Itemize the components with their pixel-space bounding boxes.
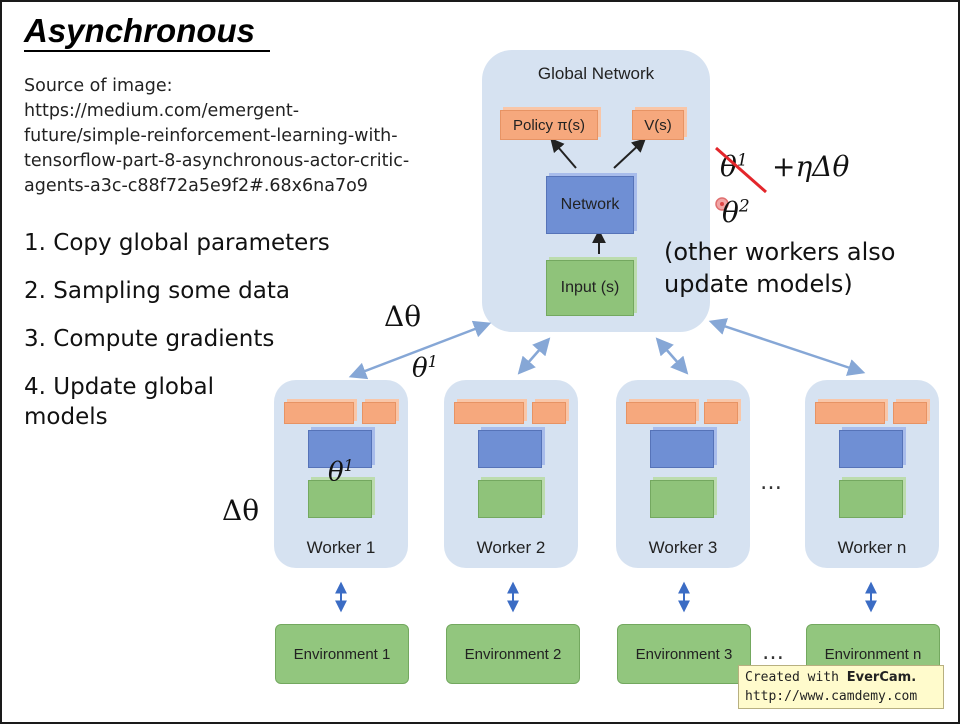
delta-theta-upper: Δθ <box>384 300 422 333</box>
step-item: 4. Update global models <box>24 374 215 430</box>
worker-label: Worker 1 <box>306 538 376 557</box>
sync-arrow-1 <box>348 320 492 380</box>
workers-note: (other workers also update models) <box>664 236 895 300</box>
worker-label: Worker n <box>837 538 907 557</box>
theta1-symbol: θ <box>328 457 344 488</box>
sync-arrow-4 <box>708 318 866 376</box>
worker-input-box <box>478 480 542 518</box>
watermark-brand: EverCam. <box>846 670 917 685</box>
source-line: Source of image: <box>24 76 173 96</box>
worker-label: Worker 2 <box>476 538 546 557</box>
worker-input-box <box>308 480 372 518</box>
worker-network-box <box>478 430 542 468</box>
envs-ellipsis: … <box>762 640 784 665</box>
input-box: Input (s) <box>546 260 634 316</box>
theta2-superscript: 2 <box>738 196 750 217</box>
title-underline <box>24 50 270 52</box>
environment-box: Environment 2 <box>446 624 580 684</box>
theta1-struck: θ1 <box>720 150 748 183</box>
worker-policy-box <box>454 402 524 424</box>
worker-value-box <box>893 402 927 424</box>
sync-arrow-2 <box>517 337 551 375</box>
steps-list: 1. Copy global parameters 2. Sampling so… <box>24 228 330 432</box>
workers-ellipsis: … <box>760 470 782 495</box>
environment-label: Environment n <box>824 645 922 663</box>
worker-network-box <box>308 430 372 468</box>
source-text: Source of image: https://medium.com/emer… <box>24 74 464 199</box>
worker-value-box <box>704 402 738 424</box>
sync-arrow-3 <box>655 337 689 375</box>
worker-value-box <box>362 402 396 424</box>
theta1-superscript: 1 <box>736 150 748 171</box>
worker-input-box <box>839 480 903 518</box>
cursor-dot-core <box>720 202 724 206</box>
environment-label: Environment 3 <box>635 645 733 663</box>
source-line: https://medium.com/emergent- <box>24 101 300 121</box>
step-item: 2. Sampling some data <box>24 278 290 304</box>
theta1-symbol: θ <box>720 150 737 183</box>
source-line: future/simple-reinforcement-learning-wit… <box>24 126 398 146</box>
source-line: tensorflow-part-8-asynchronous-actor-cri… <box>24 151 410 171</box>
policy-label: Policy π(s) <box>512 116 586 134</box>
source-line: agents-a3c-c88f72a5e9f2#.68x6na7o9 <box>24 176 368 196</box>
workers-note-line: update models) <box>664 270 853 298</box>
environment-label: Environment 2 <box>464 645 562 663</box>
net-to-policy-arrow <box>550 137 577 169</box>
value-box: V(s) <box>632 110 684 140</box>
input-label: Input (s) <box>560 279 620 296</box>
step-item: 3. Compute gradients <box>24 326 275 352</box>
environment-label: Environment 1 <box>293 645 391 663</box>
update-term: +ηΔθ <box>772 150 850 183</box>
environment-box: Environment 3 <box>617 624 751 684</box>
theta1-worker: θ1 <box>328 456 354 488</box>
environment-box: Environment 1 <box>275 624 409 684</box>
worker-policy-box <box>815 402 885 424</box>
value-label: V(s) <box>644 116 672 134</box>
network-label: Network <box>560 196 620 213</box>
global-network-title: Global Network <box>537 64 655 83</box>
theta2: θ2 <box>722 196 750 229</box>
strike-line <box>715 146 767 194</box>
theta1-superscript: 1 <box>427 352 438 371</box>
worker-input-box <box>650 480 714 518</box>
worker-network-box <box>839 430 903 468</box>
theta1-superscript: 1 <box>343 456 354 475</box>
evercam-watermark: Created with EverCam. http://www.camdemy… <box>738 665 944 709</box>
theta1-upper: θ1 <box>412 352 438 384</box>
net-to-value-arrow <box>613 138 647 169</box>
watermark-url: http://www.camdemy.com <box>745 689 918 704</box>
slide-title: Asynchronous <box>24 12 256 49</box>
worker-network-box <box>650 430 714 468</box>
theta2-symbol: θ <box>722 196 739 229</box>
policy-box: Policy π(s) <box>500 110 598 140</box>
worker-policy-box <box>626 402 696 424</box>
network-box: Network <box>546 176 634 234</box>
step-item: 1. Copy global parameters <box>24 230 330 256</box>
worker-label: Worker 3 <box>648 538 718 557</box>
watermark-line1: Created with EverCam. <box>745 668 937 687</box>
delta-theta-left: Δθ <box>222 494 260 527</box>
workers-note-line: (other workers also <box>664 238 896 266</box>
theta1-symbol: θ <box>412 353 428 384</box>
worker-policy-box <box>284 402 354 424</box>
worker-value-box <box>532 402 566 424</box>
watermark-prefix: Created with <box>745 670 847 685</box>
